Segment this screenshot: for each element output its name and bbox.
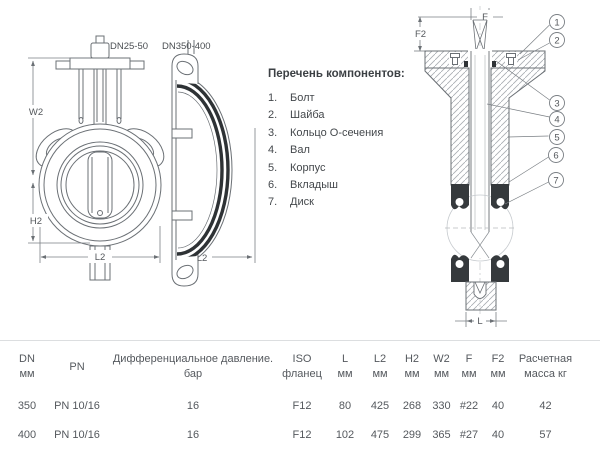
- body-neck-left: [424, 67, 470, 186]
- table-cell: 40: [491, 428, 505, 441]
- component-list: Перечень компонентов: 1.Болт 2.Шайба 3.К…: [268, 68, 418, 212]
- valve-stem-top: [55, 35, 145, 124]
- bolt-head-right: [506, 53, 516, 58]
- table-cell: 42: [539, 399, 552, 412]
- side-lug-bottom: [171, 256, 199, 287]
- svg-text:6: 6: [553, 151, 558, 162]
- list-item: 3.Кольцо О-сечения: [268, 126, 384, 139]
- svg-text:2: 2: [554, 36, 559, 47]
- liner-seats: [451, 184, 509, 282]
- callout-5: 5: [549, 129, 565, 145]
- callout-6: 6: [548, 147, 564, 163]
- body-inner-arc: [177, 91, 218, 249]
- table-cell: PN 10/16: [54, 399, 100, 412]
- table-cell: 57: [539, 428, 552, 441]
- svg-text:4: 4: [554, 115, 559, 126]
- side-dimensions: [212, 128, 256, 263]
- dim-f2-label: F2: [415, 29, 426, 40]
- callout-4: 4: [549, 111, 565, 127]
- svg-text:7: 7: [553, 176, 558, 187]
- shaft-square-end: [472, 19, 488, 52]
- liner-band-outer: [175, 77, 230, 263]
- table-cell: 16: [186, 428, 200, 441]
- body-outer-arc: [175, 74, 233, 266]
- list-item: 4.Вал: [268, 144, 310, 157]
- side-view-variant-label: DN350-400: [162, 41, 211, 52]
- bottom-boss: [465, 281, 497, 311]
- col-header-diff-pressure: Дифференциальное давление.бар: [112, 353, 274, 380]
- table-cell: F12: [292, 399, 312, 412]
- dim-h2-label: H2: [30, 216, 42, 227]
- table-cell: 102: [335, 428, 355, 441]
- dim-f-label: F: [482, 12, 488, 23]
- table-cell: 350: [17, 399, 37, 412]
- table-cell: 475: [370, 428, 390, 441]
- bolt-shank-right: [508, 57, 514, 65]
- cross-section-drawing: F F2: [411, 6, 565, 327]
- shaft: [468, 51, 492, 232]
- liner-band-inner: [176, 84, 224, 256]
- list-item: 7.Диск: [268, 196, 314, 209]
- o-ring-right: [492, 61, 496, 67]
- svg-text:5: 5: [554, 133, 559, 144]
- table-cell: 299: [402, 428, 422, 441]
- table-cell: #22: [459, 399, 479, 412]
- table-divider: [0, 340, 600, 341]
- bolt-shank-left: [452, 57, 458, 65]
- col-header-pn: PN: [69, 360, 85, 373]
- side-lug-top: [171, 53, 199, 84]
- front-view-variant-label: DN25-50: [110, 41, 149, 52]
- table-cell: #27: [459, 428, 479, 441]
- table-cell: 40: [491, 399, 505, 412]
- dim-l2-side-label: L2: [197, 253, 208, 264]
- list-item: 5.Корпус: [268, 161, 326, 174]
- valve-disc: [87, 151, 113, 219]
- dim-l-label: L: [477, 316, 482, 327]
- callout-7: 7: [548, 172, 564, 188]
- o-ring-left: [464, 61, 468, 67]
- table-cell: 330: [432, 399, 451, 412]
- list-item: 2.Шайба: [268, 109, 325, 122]
- table-cell: 365: [432, 428, 451, 441]
- component-list-title: Перечень компонентов:: [268, 68, 405, 80]
- table-cell: 400: [17, 428, 37, 441]
- shaft-lower-hatch: [470, 231, 490, 259]
- bolt-head-left: [450, 53, 460, 58]
- svg-text:3: 3: [554, 99, 559, 110]
- table-cell: 80: [338, 399, 352, 412]
- front-view-drawing: W2 H2 L2: [24, 35, 165, 281]
- dim-l2-front-label: L2: [95, 252, 106, 263]
- callout-1: 1: [549, 14, 565, 30]
- table-cell: F12: [292, 428, 312, 441]
- table-cell: PN 10/16: [54, 428, 100, 441]
- shaft-bore: [469, 68, 491, 258]
- callout-leaders: [486, 24, 550, 205]
- callout-3: 3: [549, 95, 565, 111]
- list-item: 1.Болт: [268, 92, 315, 104]
- table-cell: 16: [186, 399, 200, 412]
- flange-face-lines: [171, 80, 177, 260]
- body-neck-right: [490, 67, 546, 186]
- side-view-drawing: L2: [171, 40, 256, 287]
- callout-2: 2: [549, 32, 565, 48]
- table-cell: 425: [370, 399, 390, 412]
- dim-w2-label: W2: [29, 107, 43, 118]
- svg-text:1: 1: [554, 18, 559, 29]
- table-cell: 268: [402, 399, 422, 412]
- list-item: 6.Вкладыш: [268, 179, 338, 192]
